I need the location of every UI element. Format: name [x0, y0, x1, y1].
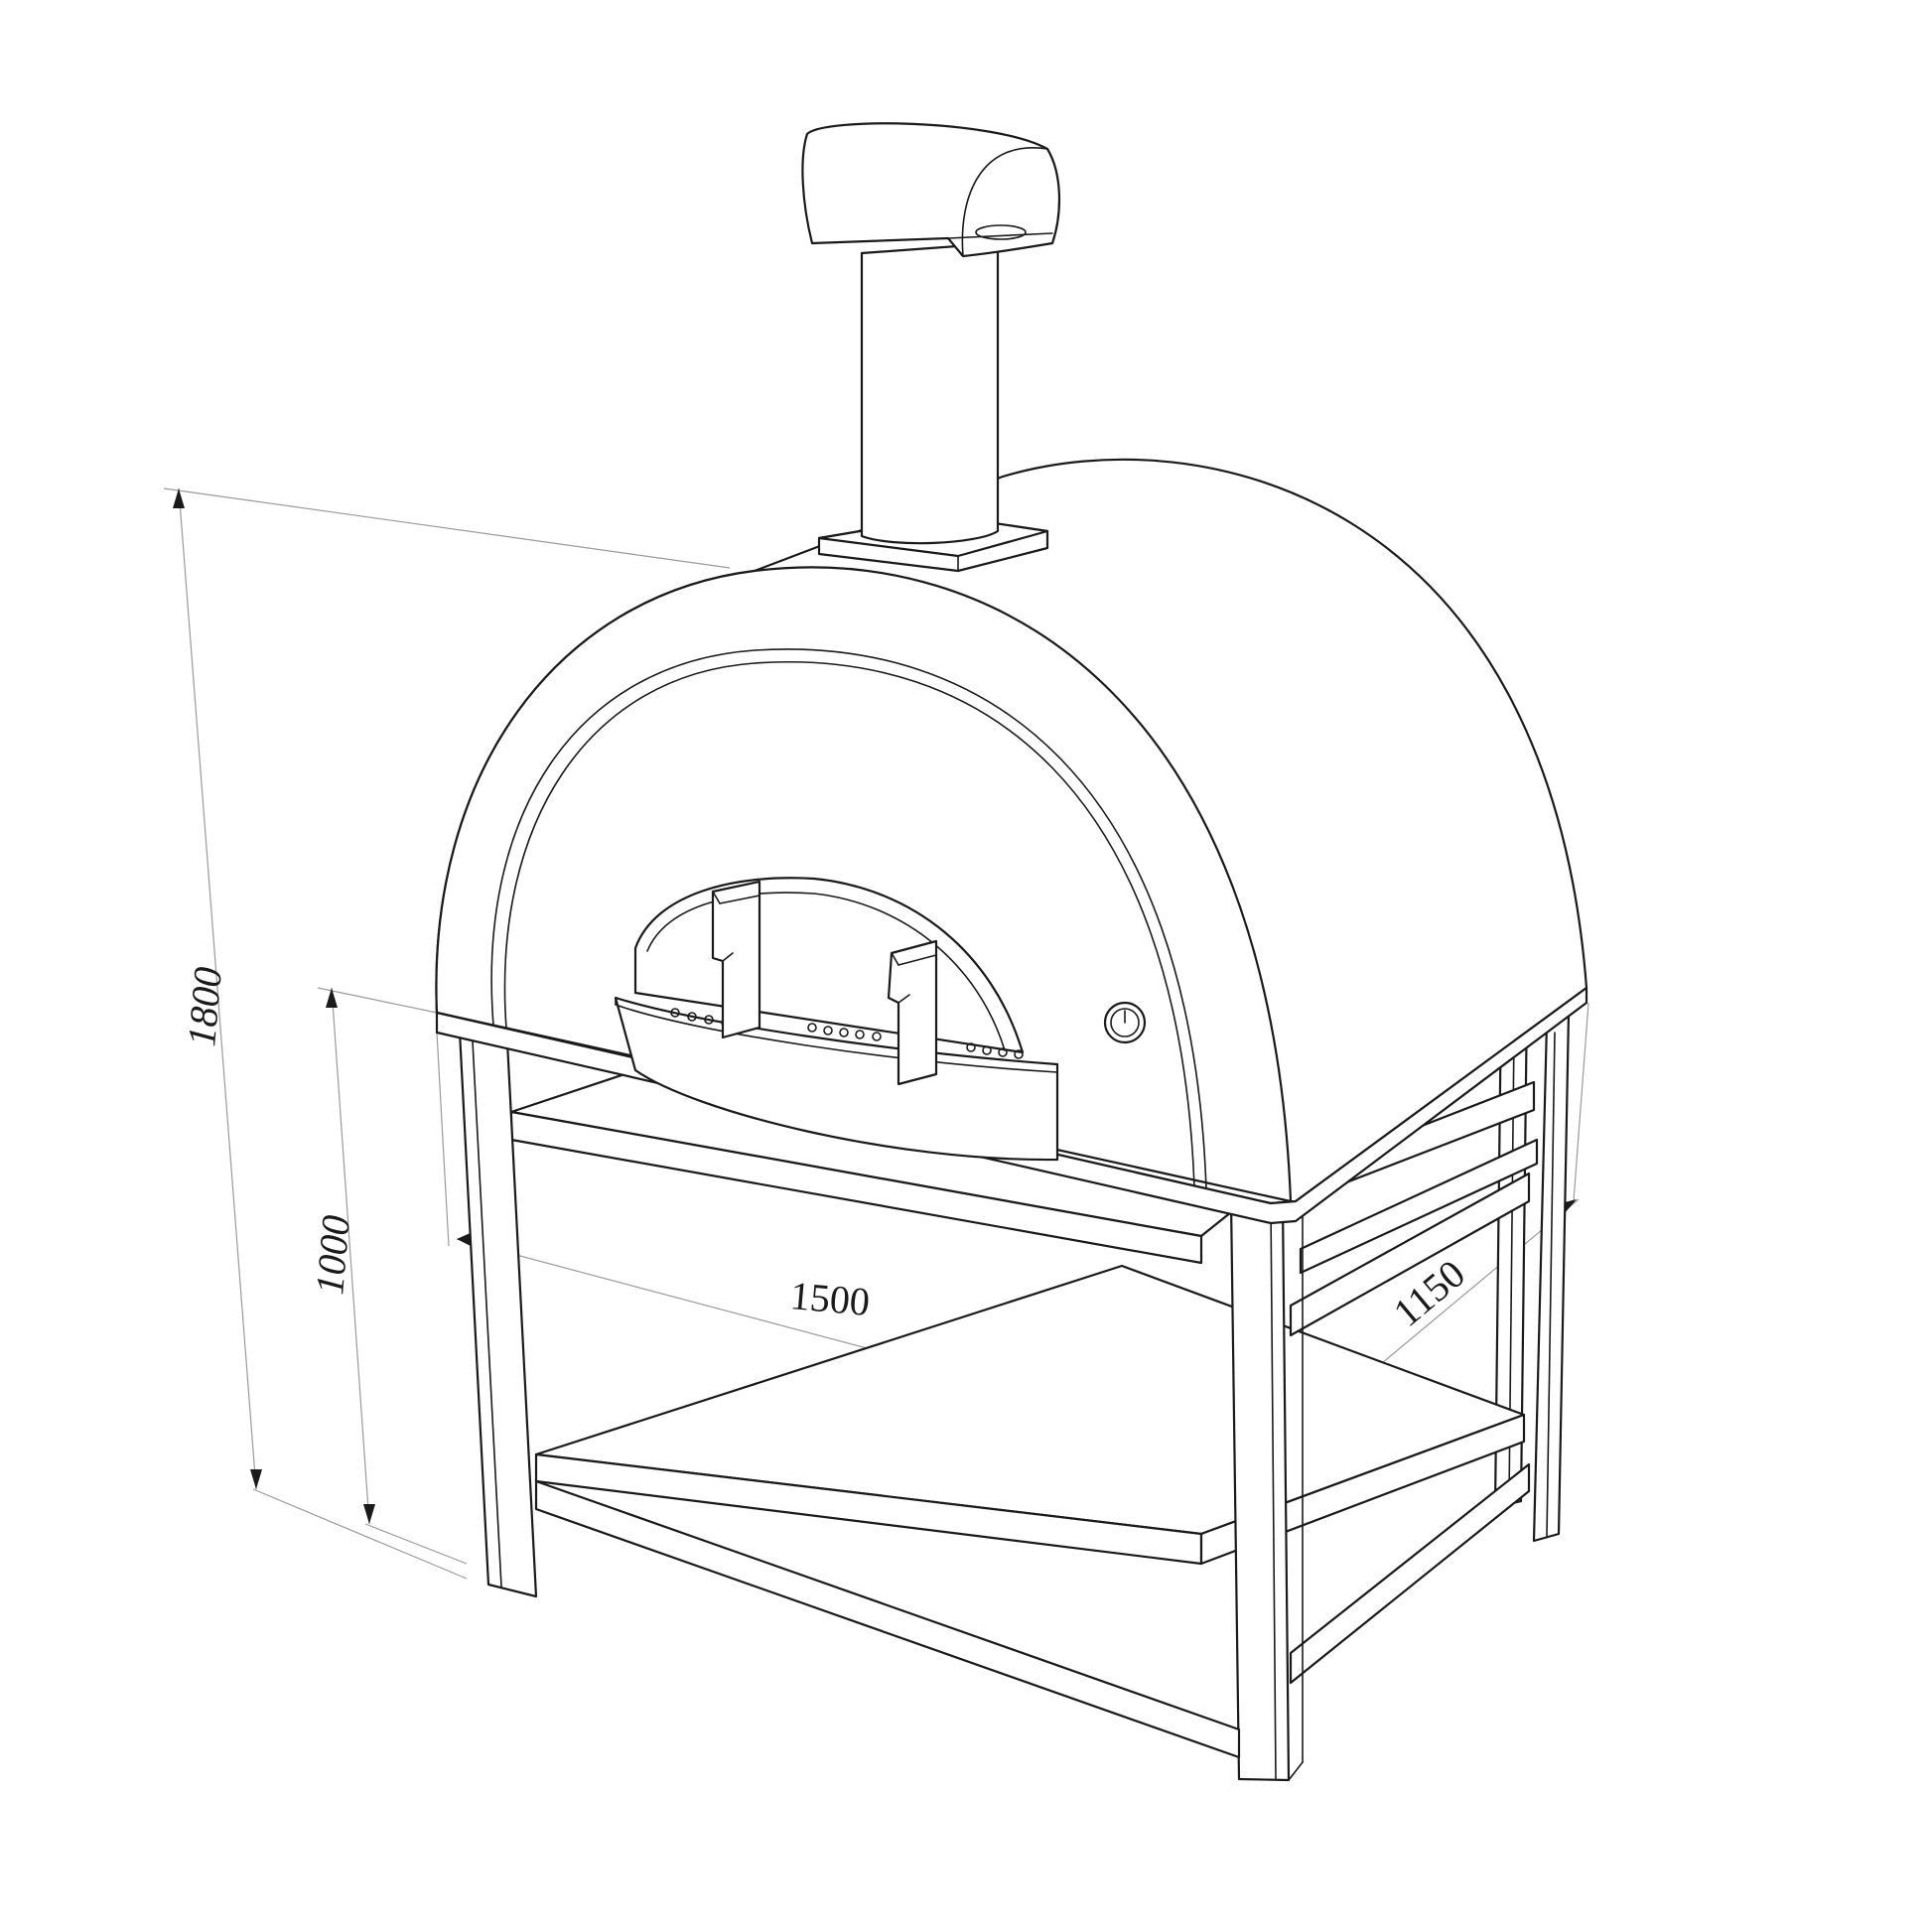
chimney: [801, 122, 1061, 573]
side-rails: [1289, 1138, 1539, 1685]
door-handle-left: [711, 880, 761, 1039]
front-bottom-rail: [534, 1479, 1241, 1759]
dimension-lines: [163, 487, 1589, 1580]
door-handle-right: [887, 939, 938, 1086]
dimension-label-width: 1500: [788, 1273, 872, 1324]
thermometer-icon: [1103, 1001, 1147, 1044]
lower-shelf: [534, 1264, 1526, 1566]
front-left-leg: [457, 1011, 538, 1598]
oven-mouth: [614, 877, 1147, 1162]
front-right-leg: [1229, 1185, 1304, 1782]
stand-back: [1493, 996, 1571, 1543]
dimension-label-total-height: 1800: [179, 965, 230, 1048]
dimension-label-stand-height: 1000: [307, 1213, 358, 1297]
